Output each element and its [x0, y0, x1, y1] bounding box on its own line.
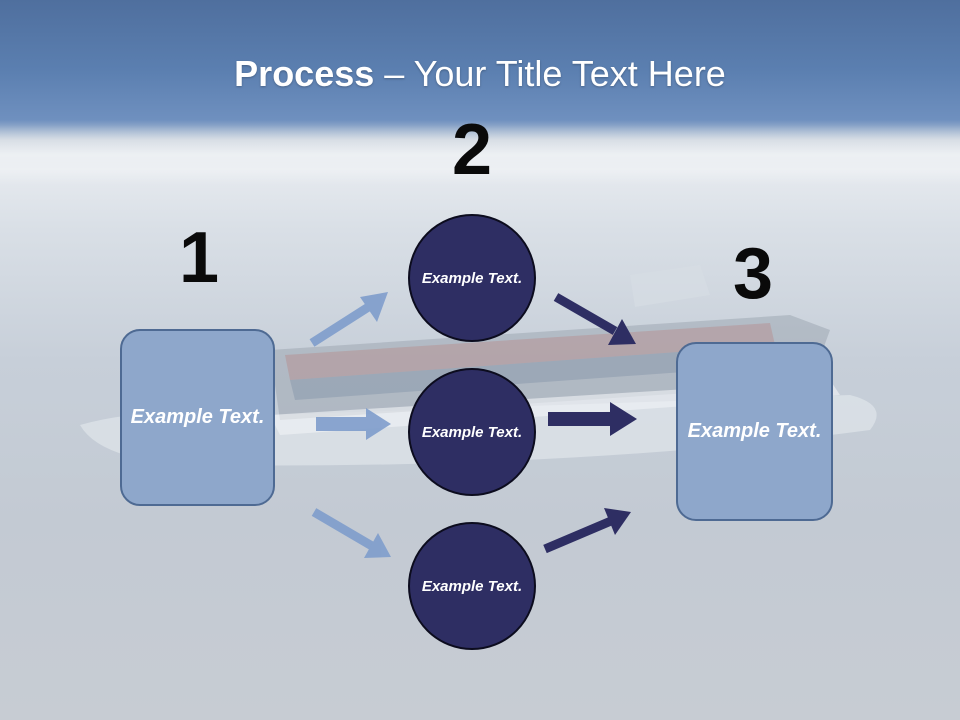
step-3-text: Example Text. — [687, 420, 822, 442]
title-bold-text: Process — [234, 53, 375, 94]
step-number-2: 2 — [451, 110, 493, 190]
arrow-1-to-bottom-icon — [311, 508, 391, 558]
slide-title: Process – Your Title Text Here — [0, 52, 960, 96]
arrow-bottom-to-3-icon — [543, 508, 631, 554]
step-3-box: Example Text. — [676, 342, 833, 521]
step-number-3: 3 — [732, 234, 774, 314]
arrow-middle-to-3-icon — [548, 402, 637, 436]
title-rest-text: – Your Title Text Here — [374, 53, 726, 94]
step-2-circle-middle: Example Text. — [408, 368, 536, 496]
arrow-1-to-middle-icon — [316, 408, 391, 440]
step-2-bottom-text: Example Text. — [421, 577, 523, 595]
step-2-middle-text: Example Text. — [421, 423, 523, 441]
horizon-haze — [0, 125, 960, 185]
step-1-text: Example Text. — [130, 406, 265, 428]
step-1-box: Example Text. — [120, 329, 275, 506]
step-2-circle-top: Example Text. — [408, 214, 536, 342]
arrow-1-to-top-icon — [309, 292, 388, 347]
arrow-top-to-3-icon — [553, 293, 636, 345]
step-2-circle-bottom: Example Text. — [408, 522, 536, 650]
step-number-1: 1 — [178, 218, 220, 298]
step-2-top-text: Example Text. — [421, 269, 523, 287]
